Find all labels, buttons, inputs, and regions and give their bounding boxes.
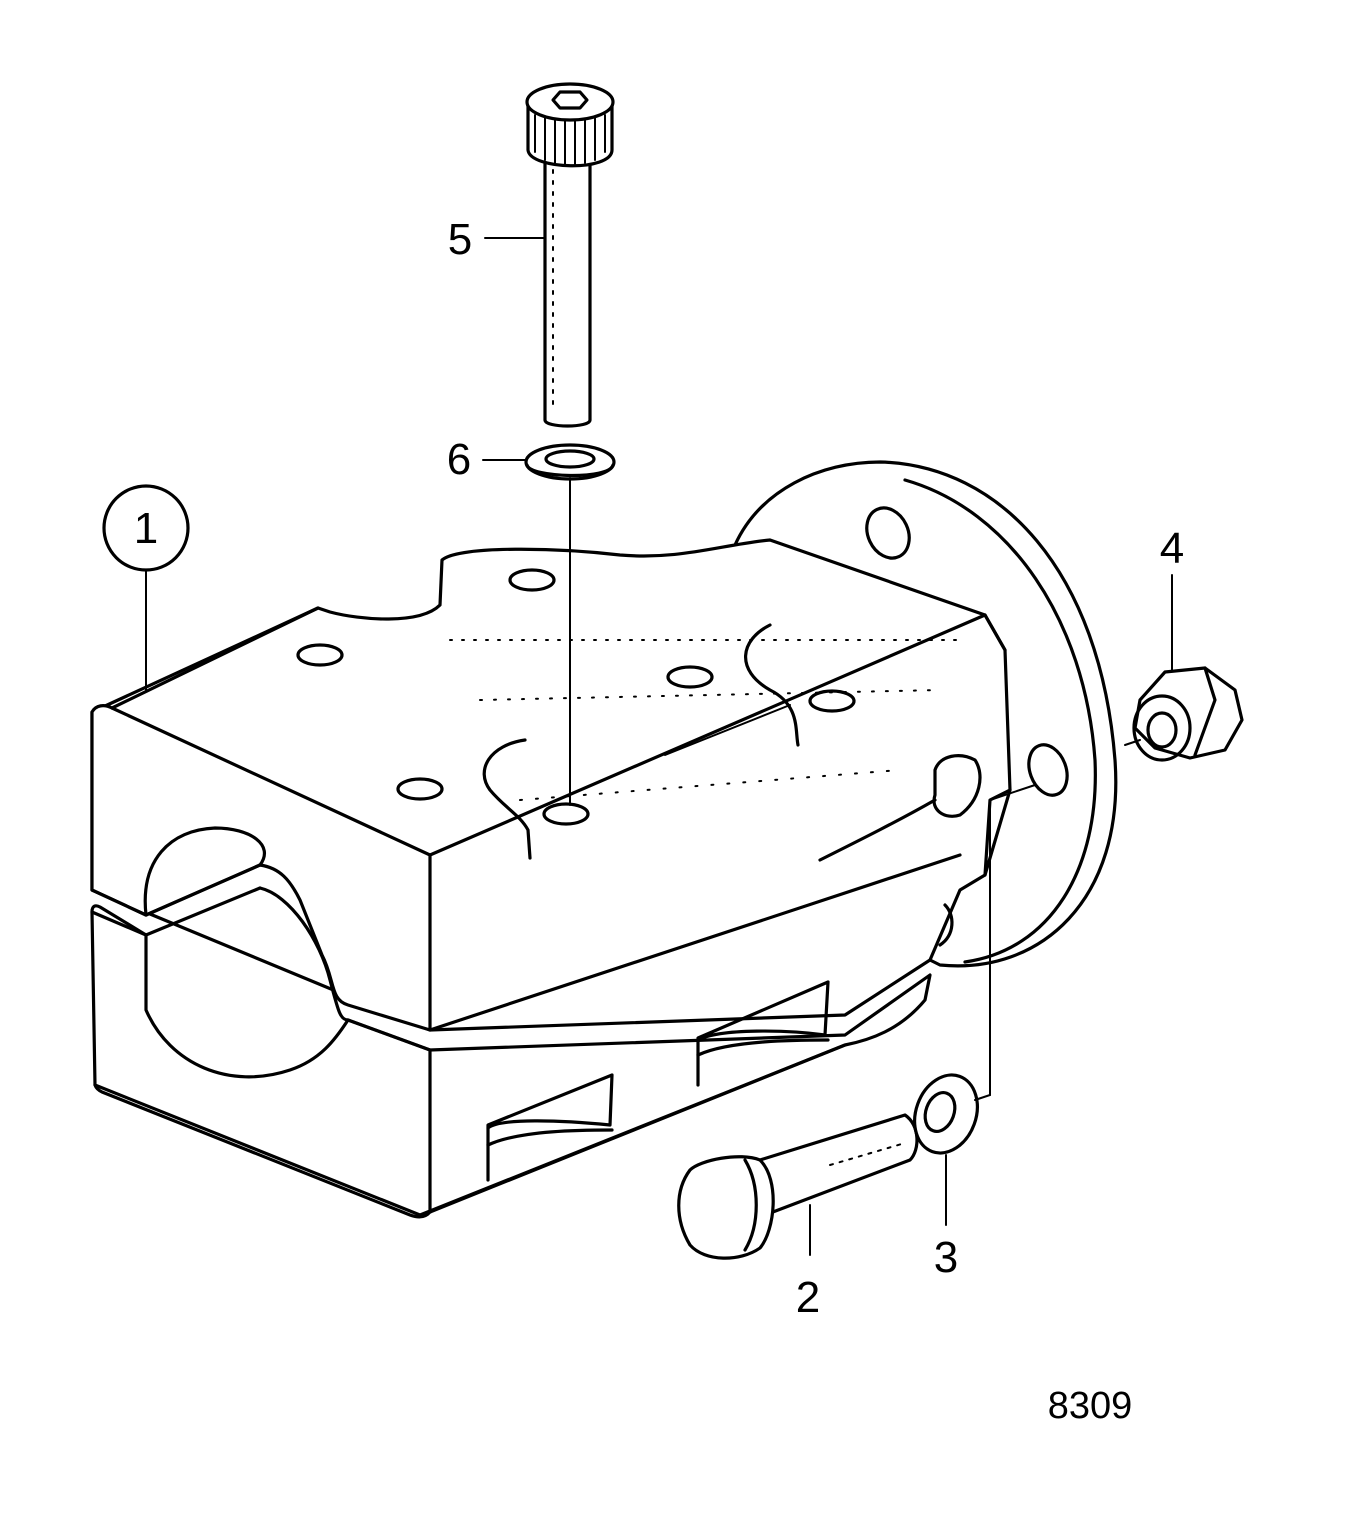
flange-bolt-hole-lower [1027, 743, 1069, 797]
callout-label-1: 1 [134, 504, 158, 553]
drawing-reference-number: 8309 [1048, 1385, 1133, 1427]
top-hole [808, 689, 856, 713]
washer-bolt [913, 1073, 979, 1155]
lock-nut [1132, 666, 1244, 762]
upper-housing [90, 538, 1012, 1032]
lower-housing [90, 886, 932, 1219]
assembly-line-bolt2 [974, 799, 991, 1101]
top-hole [296, 643, 344, 667]
assembly-line-nut [1124, 739, 1141, 746]
callout-label-2: 2 [796, 1273, 820, 1322]
top-hole [542, 802, 590, 826]
washer-top [524, 443, 616, 481]
callout-label-5: 5 [448, 215, 472, 264]
assembly-line-flange [989, 784, 1036, 801]
hex-bolt [677, 1113, 919, 1260]
callout-label-3: 3 [934, 1233, 958, 1282]
top-hole [508, 568, 556, 592]
callout-label-4: 4 [1160, 524, 1184, 573]
flange-bolt-hole-upper [865, 506, 911, 560]
top-hole [666, 665, 714, 689]
top-hole [396, 777, 444, 801]
callout-label-6: 6 [447, 435, 471, 484]
callout-circle-1 [102, 484, 190, 572]
socket-head-bolt [525, 82, 615, 428]
